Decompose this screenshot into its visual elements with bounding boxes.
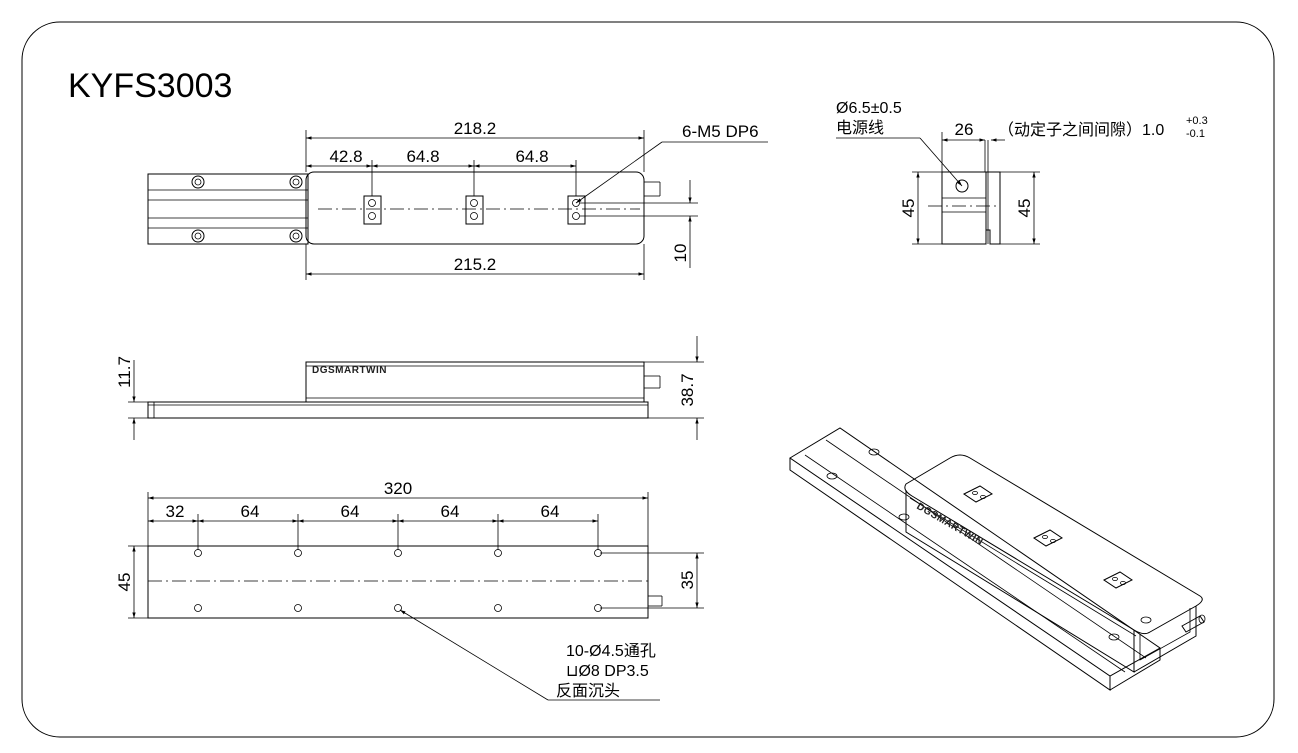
dim-64-8-b: 64.8 xyxy=(515,147,548,166)
base-view: 320 32 64 64 64 64 45 35 10-Ø4.5通孔 ⊔Ø8 D… xyxy=(115,479,704,701)
dim-218-2: 218.2 xyxy=(454,119,497,138)
dim-64-c: 64 xyxy=(441,502,460,521)
gap-tol-lower: -0.1 xyxy=(1186,128,1205,140)
dim-45-right: 45 xyxy=(1015,199,1034,218)
end-view: Ø6.5±0.5 电源线 26 （动定子之间间隙）1.0 +0.3 -0.1 4… xyxy=(836,100,1208,245)
cable-label: 电源线 xyxy=(836,119,884,137)
mover-outline xyxy=(305,171,645,245)
dim-32: 32 xyxy=(166,502,185,521)
thread-note: 6-M5 DP6 xyxy=(682,122,759,141)
dim-35: 35 xyxy=(678,571,697,590)
dim-11-7: 11.7 xyxy=(115,356,134,388)
dim-64-b: 64 xyxy=(341,502,360,521)
rail-outline xyxy=(147,173,309,245)
dim-45-left: 45 xyxy=(899,199,918,218)
dim-215-2: 215.2 xyxy=(454,255,497,274)
iso-mover-top xyxy=(904,454,1203,635)
side-base xyxy=(147,401,649,419)
top-view: 218.2 42.8 64.8 64.8 215.2 6-M5 DP6 10 xyxy=(147,119,768,280)
dim-64-d: 64 xyxy=(541,502,560,521)
base-holes xyxy=(194,549,602,612)
dim-64-a: 64 xyxy=(241,502,260,521)
drawing-frame xyxy=(21,21,1275,738)
hole-note-2: ⊔Ø8 DP3.5 xyxy=(566,663,649,680)
dim-26: 26 xyxy=(955,120,974,139)
iso-rail-top xyxy=(789,427,1161,677)
dim-45-base: 45 xyxy=(115,573,134,592)
dim-42-8: 42.8 xyxy=(329,147,362,166)
gap-label: （动定子之间间隙）1.0 xyxy=(998,121,1164,139)
hole-note-1: 10-Ø4.5通孔 xyxy=(566,642,656,660)
model-title: KYFS3003 xyxy=(68,67,232,105)
dim-320: 320 xyxy=(384,479,412,498)
end-body xyxy=(941,171,987,245)
iso-pads xyxy=(963,485,1133,589)
isometric-view: DGSMARTWIN xyxy=(789,427,1206,691)
brand-iso: DGSMARTWIN xyxy=(915,501,985,548)
brand-side: DGSMARTWIN xyxy=(312,365,387,376)
cable-outlet xyxy=(955,179,969,193)
cable-dia: Ø6.5±0.5 xyxy=(836,100,902,117)
dim-10: 10 xyxy=(671,244,690,263)
hole-note-3: 反面沉头 xyxy=(556,682,620,700)
rail-holes xyxy=(191,175,303,243)
side-view: DGSMARTWIN 11.7 38.7 xyxy=(115,336,704,440)
gap-tol-upper: +0.3 xyxy=(1186,115,1208,127)
mounting-pads xyxy=(363,195,586,225)
dim-64-8-a: 64.8 xyxy=(406,147,439,166)
dim-38-7: 38.7 xyxy=(678,373,697,406)
